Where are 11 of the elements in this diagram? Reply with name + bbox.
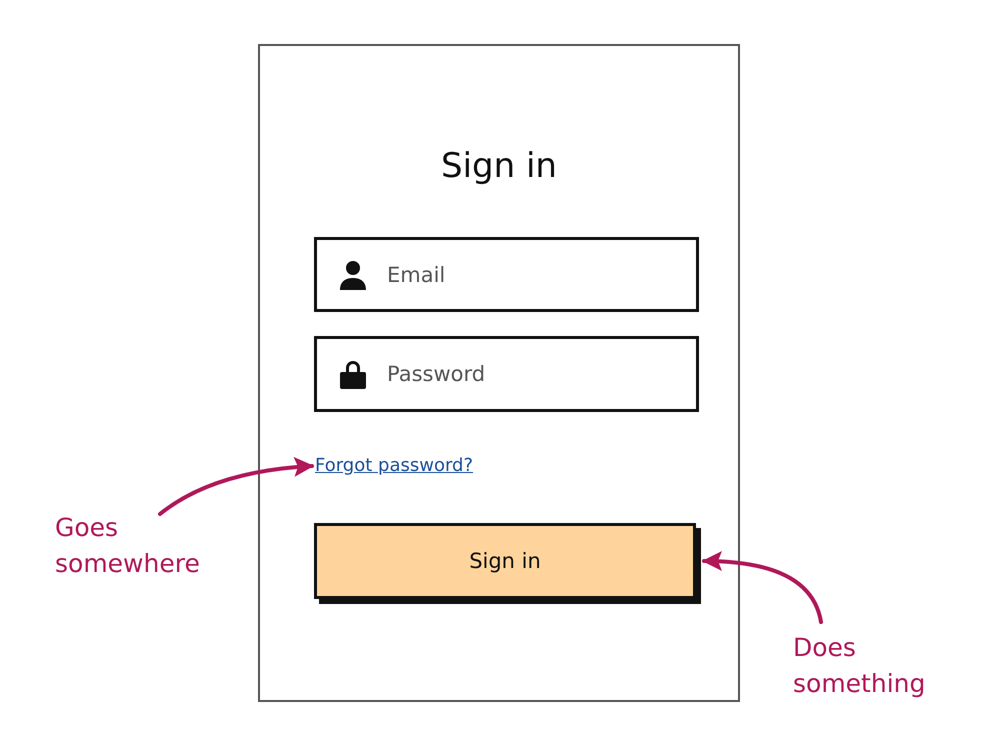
input-field <box>314 336 699 412</box>
text-link: Forgot password? <box>315 454 474 478</box>
curved-arrow <box>158 457 314 516</box>
heading: Sign in <box>440 146 558 186</box>
placeholder-text: Password <box>387 362 486 386</box>
form-card <box>258 44 740 702</box>
curved-arrow <box>702 551 823 624</box>
annotation-text: Does something <box>793 630 953 704</box>
placeholder-text: Email <box>387 262 446 286</box>
annotation-text: Goes somewhere <box>55 510 235 584</box>
input-field <box>314 237 699 312</box>
